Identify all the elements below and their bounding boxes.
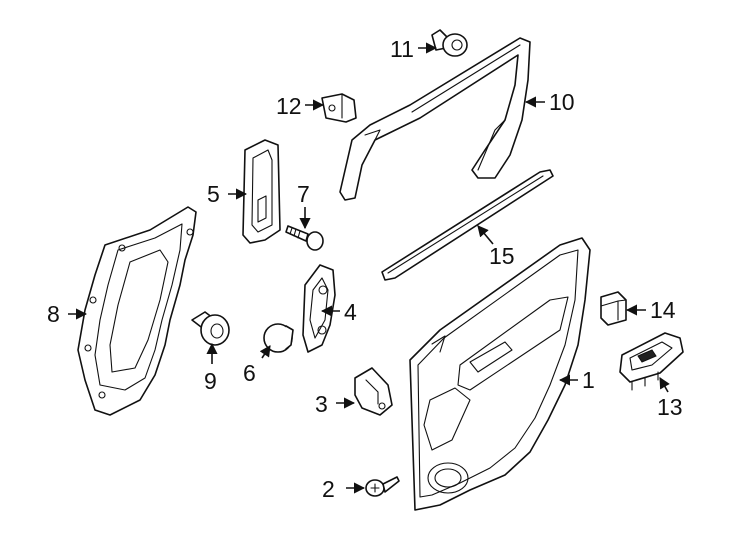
part-14-lock-switch bbox=[600, 291, 627, 326]
part-10-window-moulding bbox=[339, 37, 531, 201]
callout-3: 3 bbox=[315, 391, 328, 417]
leader-lines bbox=[68, 42, 670, 494]
part-15-belt-weatherstrip bbox=[381, 169, 554, 281]
part-8-watershield bbox=[77, 206, 197, 416]
part-9-retainer-clip bbox=[191, 311, 230, 346]
leader-15 bbox=[477, 225, 494, 245]
callout-8: 8 bbox=[47, 301, 60, 327]
callout-labels: 1 2 3 4 5 6 7 8 9 10 11 12 13 14 15 bbox=[47, 36, 683, 502]
part-12-clip bbox=[321, 93, 357, 123]
callout-5: 5 bbox=[207, 181, 220, 207]
part-4-handle-bezel bbox=[302, 264, 336, 353]
callout-7: 7 bbox=[297, 181, 310, 207]
callout-6: 6 bbox=[243, 360, 256, 386]
part-2-screw bbox=[365, 476, 400, 497]
callout-1: 1 bbox=[582, 367, 595, 393]
part-13-window-switch bbox=[619, 332, 684, 391]
callout-11: 11 bbox=[390, 36, 414, 62]
part-11-push-clip bbox=[431, 29, 468, 57]
part-5-switch-bezel bbox=[242, 139, 281, 244]
callout-14: 14 bbox=[650, 297, 676, 323]
part-7-bolt bbox=[285, 225, 324, 251]
leader-6 bbox=[259, 345, 271, 359]
part-1-door-trim-panel bbox=[409, 237, 591, 511]
callout-4: 4 bbox=[344, 299, 357, 325]
callout-13: 13 bbox=[657, 394, 683, 420]
leader-13 bbox=[659, 377, 670, 393]
callout-10: 10 bbox=[549, 89, 575, 115]
part-6-plug bbox=[263, 323, 294, 353]
callout-9: 9 bbox=[204, 368, 217, 394]
part-3-bracket bbox=[354, 367, 393, 416]
callout-12: 12 bbox=[276, 93, 302, 119]
callout-15: 15 bbox=[489, 243, 515, 269]
callout-2: 2 bbox=[322, 476, 335, 502]
